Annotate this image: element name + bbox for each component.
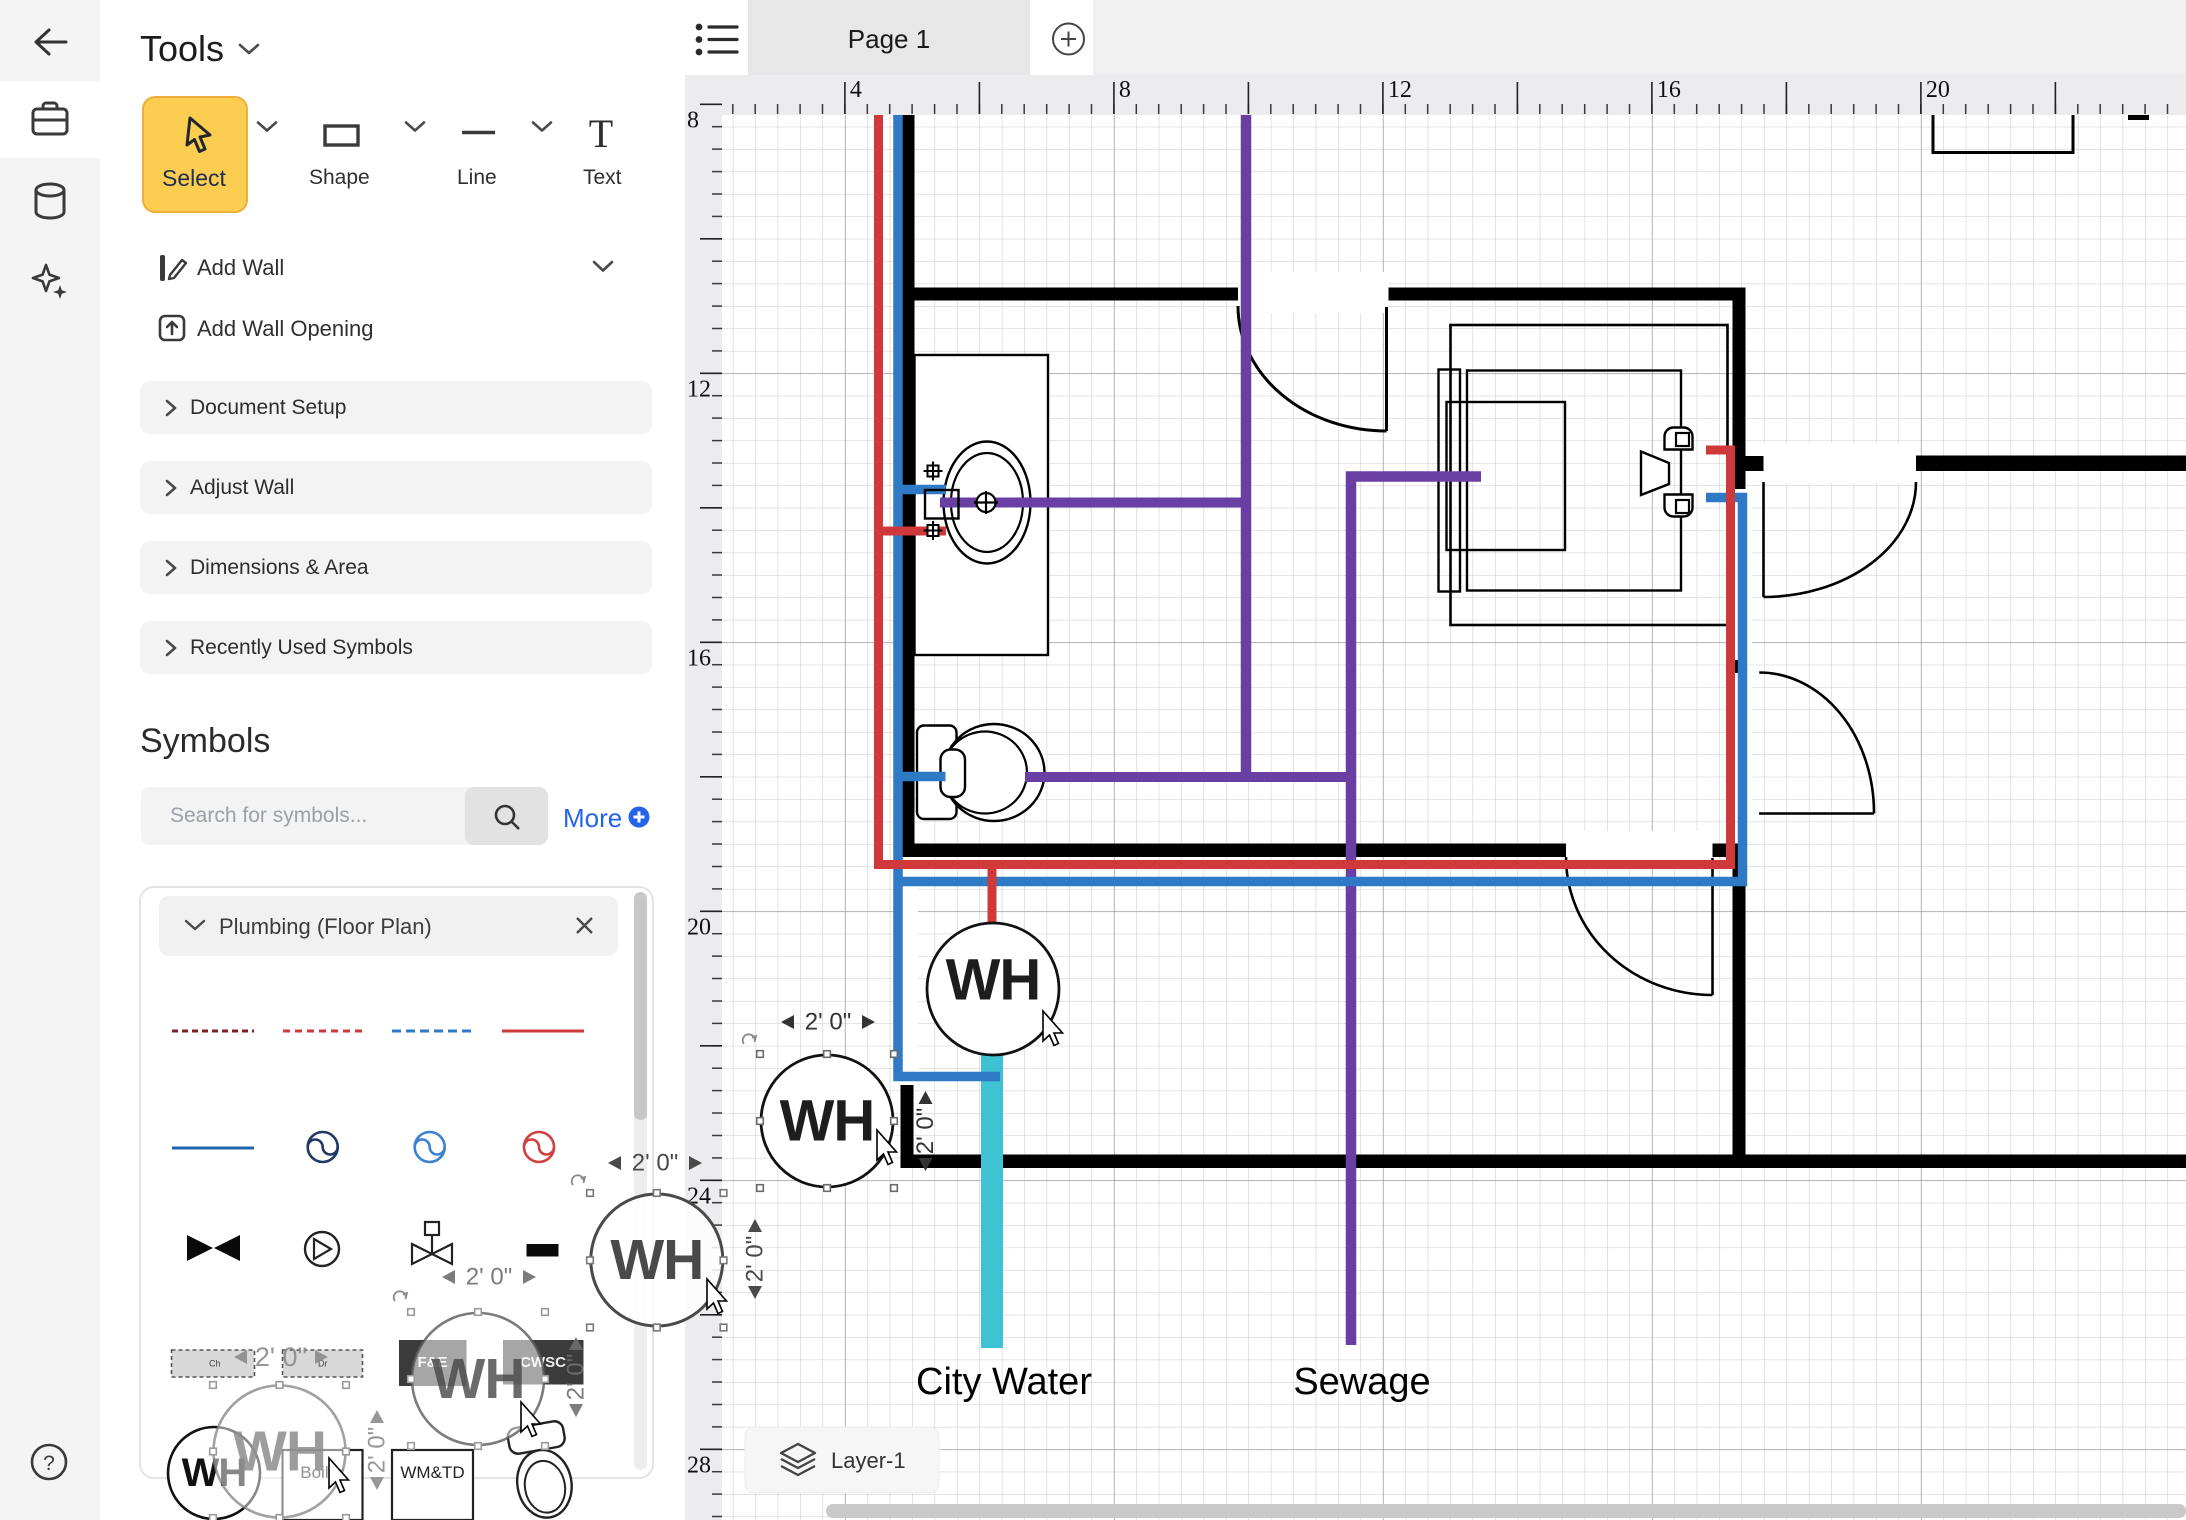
svg-text:16: 16 (1657, 77, 1681, 103)
svg-text:WM&TD: WM&TD (400, 1463, 464, 1482)
svg-text:?: ? (43, 1452, 55, 1475)
svg-text:Sewage: Sewage (1293, 1361, 1430, 1403)
svg-text:2' 0": 2' 0" (563, 1354, 590, 1400)
svg-text:WH: WH (233, 1420, 326, 1484)
svg-text:2' 0": 2' 0" (255, 1342, 307, 1372)
svg-text:WH: WH (780, 1089, 875, 1154)
svg-text:2' 0": 2' 0" (466, 1264, 512, 1291)
svg-text:4: 4 (850, 77, 862, 103)
svg-text:2' 0": 2' 0" (805, 1009, 851, 1036)
svg-text:20: 20 (687, 914, 711, 940)
svg-text:2' 0": 2' 0" (364, 1427, 391, 1473)
svg-text:Layer-1: Layer-1 (831, 1448, 906, 1473)
svg-text:City Water: City Water (916, 1361, 1092, 1403)
svg-text:28: 28 (687, 1452, 711, 1478)
svg-text:WH: WH (946, 948, 1041, 1013)
svg-text:Page 1: Page 1 (848, 24, 930, 54)
svg-text:2' 0": 2' 0" (632, 1150, 678, 1177)
svg-text:12: 12 (687, 376, 711, 402)
svg-text:Plumbing (Floor Plan): Plumbing (Floor Plan) (219, 914, 432, 939)
svg-text:8: 8 (687, 107, 699, 133)
svg-text:12: 12 (1388, 77, 1412, 103)
svg-text:8: 8 (1119, 77, 1131, 103)
svg-text:20: 20 (1926, 77, 1950, 103)
svg-text:WH: WH (610, 1228, 703, 1292)
svg-text:2' 0": 2' 0" (742, 1236, 769, 1282)
svg-text:WH: WH (432, 1347, 525, 1411)
svg-text:16: 16 (687, 645, 711, 671)
svg-text:2' 0": 2' 0" (912, 1108, 939, 1154)
svg-text:Dr: Dr (318, 1359, 328, 1369)
svg-text:Ch: Ch (209, 1359, 221, 1369)
